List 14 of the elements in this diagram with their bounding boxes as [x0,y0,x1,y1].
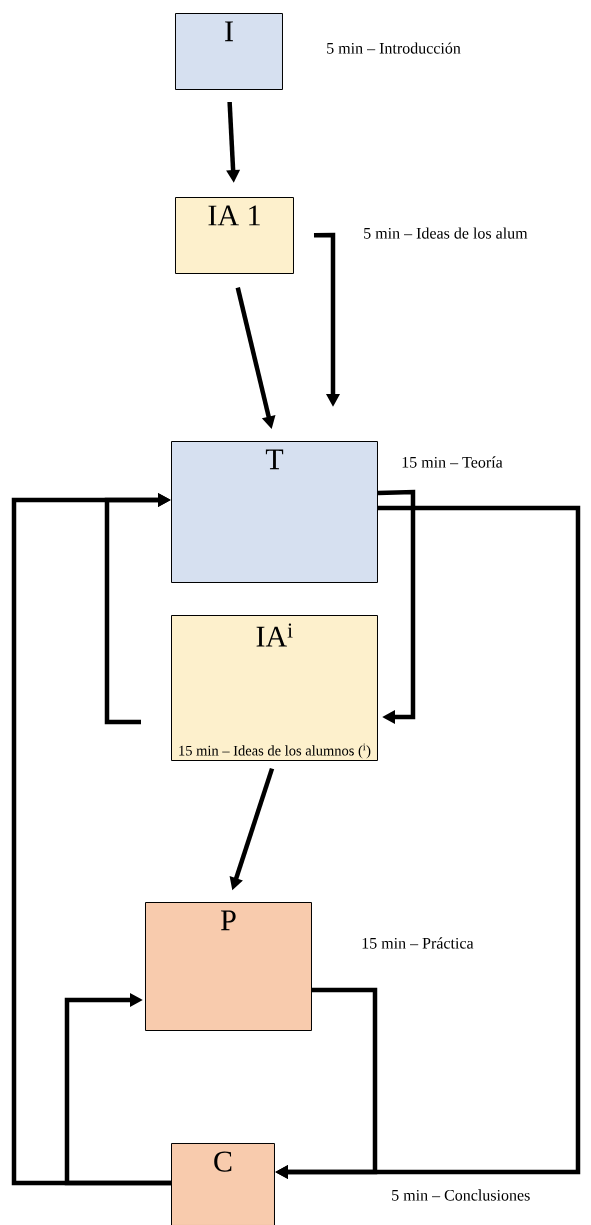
duration-label: 15 min – Teoría [402,456,503,468]
arrow [64,993,171,1186]
arrow [377,489,416,724]
process-box: IA 1 [175,197,294,274]
process-box: IA$^{i}$ 15 min – Ideas de los alumnos ($^{i}$) [171,615,378,761]
process-box: I [175,13,283,90]
process-box: P [145,902,312,1031]
process-box: C [171,1143,275,1225]
duration-label: 5 min – Conclusiones [392,1189,530,1201]
arrow [11,493,171,1186]
duration-label: 15 min – Práctica [362,937,474,949]
duration-label: 5 min – Ideas de los alum [364,227,528,239]
duration-label: 5 min – Introducción [327,42,461,54]
process-box: T [171,441,378,583]
